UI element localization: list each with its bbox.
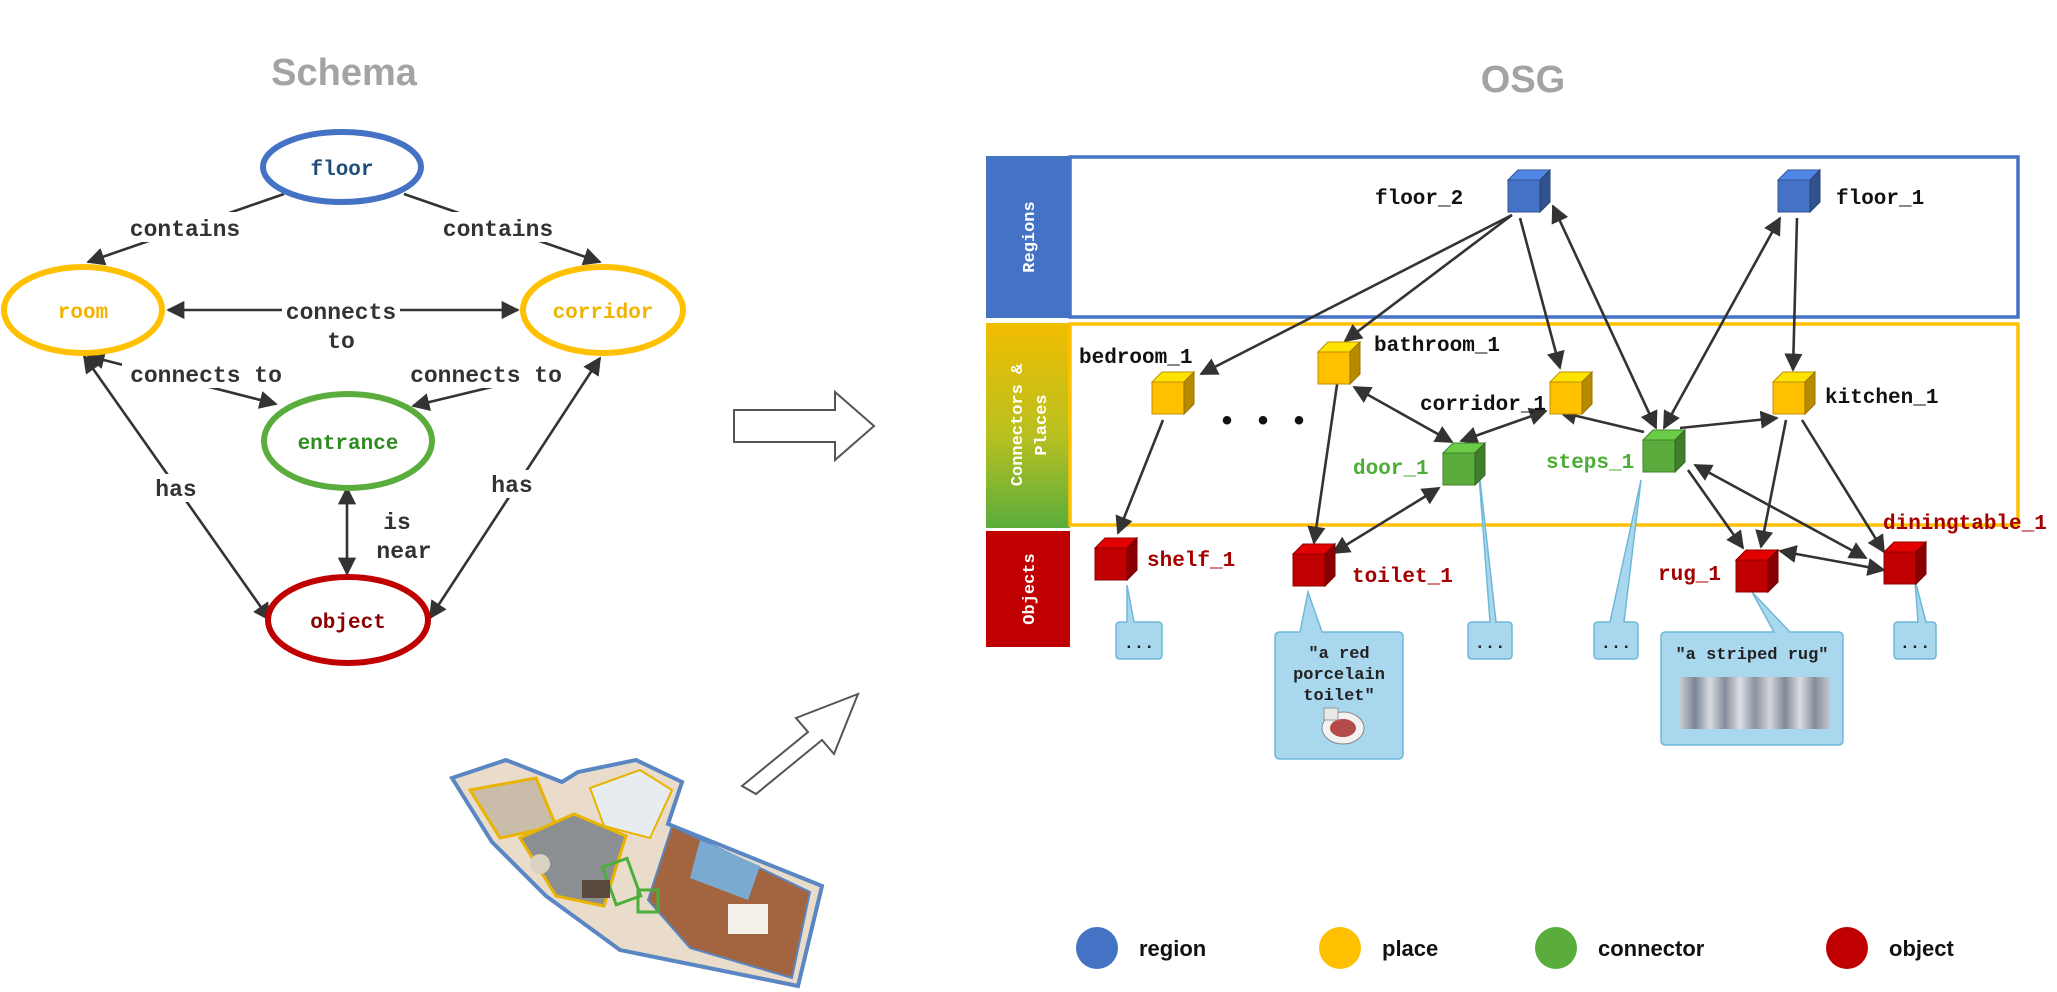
legend-label-object: object xyxy=(1889,936,1954,961)
osg-nodes xyxy=(1093,168,1928,594)
legend-item-region: region xyxy=(1076,927,1206,969)
cube-steps-1 xyxy=(1641,428,1687,474)
bubble-toilet-line3: toilet" xyxy=(1303,687,1374,706)
bubble-rug: "a striped rug" xyxy=(1660,591,1844,746)
legend-item-object: object xyxy=(1826,927,1954,969)
edge-label-has-left: has xyxy=(155,477,196,503)
toilet-thumbnail-image xyxy=(1321,707,1365,745)
band-connectors-places: Connectors & Places xyxy=(986,322,2020,528)
legend-label-region: region xyxy=(1139,936,1206,961)
edge-label-connects-to-right: connects to xyxy=(410,363,562,389)
edge-label-contains-left: contains xyxy=(130,217,240,243)
cube-door-1 xyxy=(1441,441,1487,487)
schema-title: Schema xyxy=(271,52,418,94)
node-label-rug-1: rug_1 xyxy=(1658,564,1721,587)
schema-node-entrance: entrance xyxy=(261,391,435,491)
node-label-kitchen-1: kitchen_1 xyxy=(1825,387,1938,410)
bubble-diningtable: ... xyxy=(1893,579,1937,660)
node-label-floor-2: floor_2 xyxy=(1375,188,1463,211)
band-label-places: Places xyxy=(1033,394,1052,455)
bubble-door-text: ... xyxy=(1475,635,1506,654)
band-objects: Objects xyxy=(986,531,1070,647)
node-label-toilet-1: toilet_1 xyxy=(1352,566,1453,589)
node-label-bedroom-1: bedroom_1 xyxy=(1079,347,1192,370)
hollow-arrow-diagonal xyxy=(740,692,860,796)
edge-label-near: near xyxy=(376,539,431,565)
edge-label-has-right: has xyxy=(491,473,532,499)
cube-bathroom-1 xyxy=(1316,340,1362,386)
osg-ellipsis: • • • xyxy=(1218,406,1308,440)
cube-rug-1 xyxy=(1734,548,1780,594)
node-label-steps-1: steps_1 xyxy=(1546,452,1634,475)
bubble-toilet-line1: "a red xyxy=(1308,645,1369,664)
legend-item-connector: connector xyxy=(1535,927,1705,969)
node-label-diningtable-1: diningtable_1 xyxy=(1883,513,2047,536)
node-label-door-1: door_1 xyxy=(1353,458,1429,481)
bubble-rug-text: "a striped rug" xyxy=(1675,646,1828,665)
node-label-bathroom-1: bathroom_1 xyxy=(1374,335,1500,358)
legend-label-place: place xyxy=(1382,936,1438,961)
band-label-objects: Objects xyxy=(1021,553,1040,624)
cube-floor-1 xyxy=(1776,168,1822,214)
edge-label-is: is xyxy=(383,510,411,536)
schema-node-entrance-label: entrance xyxy=(298,433,399,456)
bubble-steps: ... xyxy=(1593,479,1642,660)
schema-node-floor: floor xyxy=(260,129,424,205)
schema-node-object-label: object xyxy=(310,612,386,635)
bubble-diningtable-text: ... xyxy=(1900,635,1931,654)
cube-kitchen-1 xyxy=(1771,370,1817,416)
schema-node-corridor: corridor xyxy=(520,264,686,356)
bubble-toilet: "a red porcelain toilet" xyxy=(1274,589,1404,760)
hollow-arrow-right xyxy=(733,389,876,463)
floorplan-3d-image xyxy=(448,757,825,989)
cube-diningtable-1 xyxy=(1882,540,1928,586)
legend-item-place: place xyxy=(1319,927,1438,969)
schema-node-corridor-label: corridor xyxy=(553,302,654,325)
edge-label-connects-to-left: connects to xyxy=(130,363,282,389)
bubble-toilet-line2: porcelain xyxy=(1293,666,1385,685)
cube-corridor-1 xyxy=(1548,370,1594,416)
schema-node-room-label: room xyxy=(58,302,108,325)
bubble-shelf: ... xyxy=(1115,584,1163,660)
edge-label-contains-right: contains xyxy=(443,217,553,243)
legend: region place connector object xyxy=(1076,927,1954,969)
cube-toilet-1 xyxy=(1291,542,1337,588)
node-label-floor-1: floor_1 xyxy=(1836,188,1924,211)
schema-edge-labels: contains contains connects to connects t… xyxy=(120,212,570,565)
edge-label-connects: connects xyxy=(286,300,396,326)
edge-label-to: to xyxy=(327,329,355,355)
node-label-shelf-1: shelf_1 xyxy=(1147,550,1235,573)
schema-node-object: object xyxy=(265,574,431,666)
band-regions: Regions xyxy=(986,155,2020,319)
schema-nodes: floor room corridor entrance object xyxy=(1,129,686,666)
cube-floor-2 xyxy=(1506,168,1552,214)
band-label-regions: Regions xyxy=(1021,201,1040,272)
osg-title: OSG xyxy=(1481,59,1565,101)
schema-node-floor-label: floor xyxy=(310,159,373,182)
band-label-connectors: Connectors & xyxy=(1009,363,1028,486)
osg-node-labels: floor_2 floor_1 bedroom_1 bathroom_1 cor… xyxy=(1079,188,2047,589)
cube-bedroom-1 xyxy=(1150,370,1196,416)
bubble-steps-text: ... xyxy=(1601,635,1632,654)
legend-label-connector: connector xyxy=(1598,936,1705,961)
rug-thumbnail-image xyxy=(1680,677,1830,729)
bubble-door: ... xyxy=(1467,461,1513,660)
osg-edges xyxy=(1115,204,1886,577)
node-label-corridor-1: corridor_1 xyxy=(1420,394,1546,417)
cube-shelf-1 xyxy=(1093,536,1139,582)
schema-node-room: room xyxy=(1,264,165,356)
bubble-shelf-text: ... xyxy=(1124,635,1155,654)
